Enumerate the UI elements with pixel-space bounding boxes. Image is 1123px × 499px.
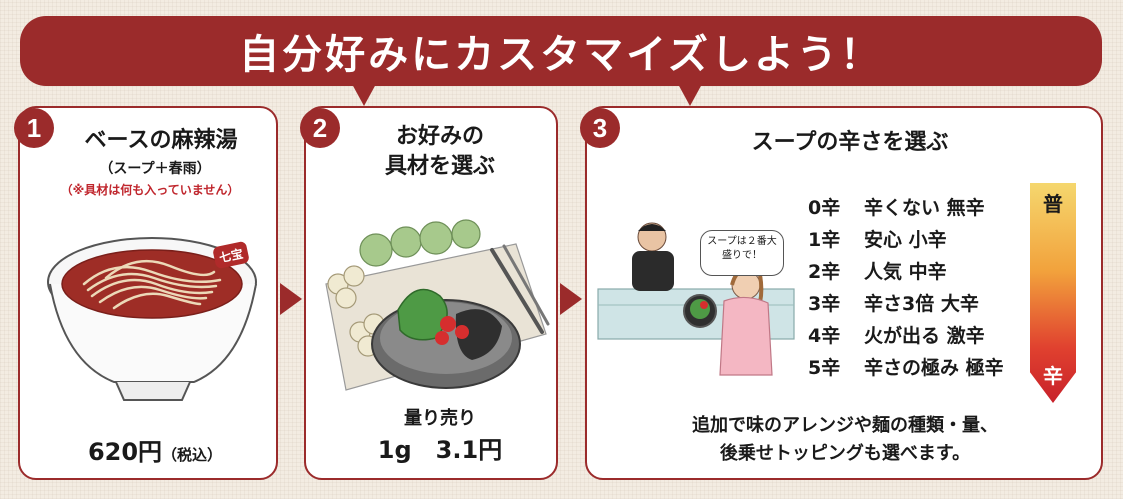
- step1-price-tax: （税込）: [162, 446, 223, 464]
- step2-price: 1g 3.1円: [377, 436, 503, 464]
- arrow-right-icon: [560, 283, 582, 315]
- step1-subtitle: （スープ＋春雨）: [99, 161, 211, 177]
- step2-number: 2: [300, 108, 340, 148]
- banner-title: 自分好みにカスタマイズしよう！: [239, 32, 883, 78]
- step1-note: （※具材は何も入っていません）: [60, 183, 240, 197]
- spice-level-list: 0辛 辛くない 無辛 1辛 安心 小辛 2辛 人気 中辛 3辛 辛さ3倍 大辛 …: [808, 192, 1004, 384]
- spice-level-0: 0辛 辛くない 無辛: [808, 197, 985, 219]
- arrow-right-icon: [280, 283, 302, 315]
- step3-footer-line2: 後乗せトッピングも選べます。: [719, 443, 971, 464]
- step2-caption: 量り売り: [404, 408, 476, 429]
- spice-level-3: 3辛 辛さ3倍 大辛: [808, 293, 979, 315]
- counter-scene-illustration: [596, 205, 796, 399]
- banner-tail-step2: [352, 84, 376, 106]
- title-banner: 自分好みにカスタマイズしよう！: [20, 16, 1102, 86]
- step1-title: ベースの麻辣湯: [84, 128, 238, 153]
- speech-bubble: スープは２番大盛りで！: [700, 230, 784, 276]
- gauge-bottom-label: 辛: [1043, 364, 1063, 388]
- step3-footer: 追加で味のアレンジや麺の種類・量、 後乗せトッピングも選べます。: [620, 412, 1070, 468]
- step3-number: 3: [580, 108, 620, 148]
- spice-level-4: 4辛 火が出る 激辛: [808, 325, 985, 347]
- banner-tail-step3: [678, 84, 702, 106]
- step1-price-line: 620円（税込）: [40, 432, 270, 467]
- step2-title-line1: お好みの: [395, 124, 484, 149]
- step3-title: スープの辛さを選ぶ: [751, 130, 949, 155]
- bowl-badge: 七宝: [218, 246, 245, 266]
- spiciness-gauge: [1030, 183, 1076, 403]
- gauge-top-label: 普: [1043, 192, 1063, 216]
- step2-title-line2: 具材を選ぶ: [384, 154, 495, 179]
- step3-footer-line1: 追加で味のアレンジや麺の種類・量、: [692, 415, 998, 436]
- spice-level-5: 5辛 辛さの極み 極辛: [808, 357, 1004, 379]
- step2-title: お好みの 具材を選ぶ: [340, 122, 540, 182]
- soup-bowl-illustration: 七宝: [44, 232, 264, 407]
- ingredients-illustration: [316, 214, 552, 404]
- step1-number: 1: [14, 108, 54, 148]
- spice-level-1: 1辛 安心 小辛: [808, 229, 947, 251]
- spice-level-2: 2辛 人気 中辛: [808, 261, 947, 283]
- step1-price: 620円: [87, 438, 163, 466]
